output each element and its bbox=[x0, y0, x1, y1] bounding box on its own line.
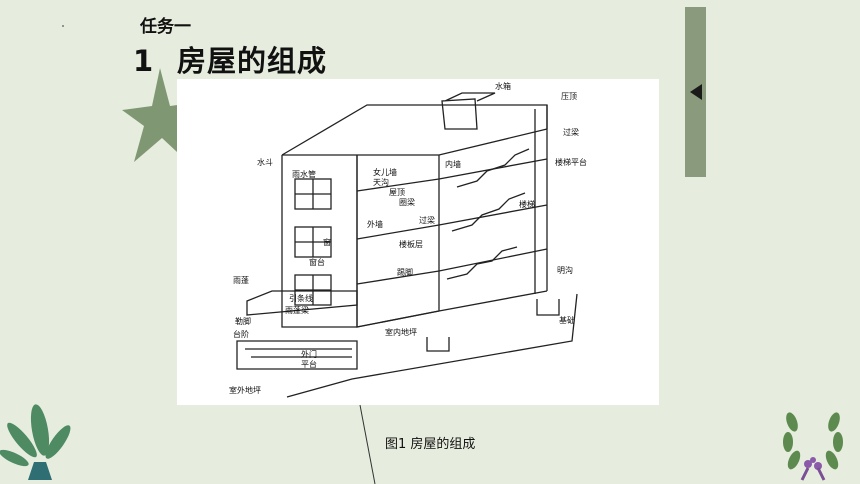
stair-flight-1 bbox=[446, 246, 518, 280]
label-yupeng: 雨蓬 bbox=[233, 275, 249, 285]
label-wuding: 屋顶 bbox=[389, 188, 405, 197]
page-title: 1 房屋的组成 bbox=[133, 38, 327, 80]
ground-slab bbox=[356, 290, 548, 328]
label-shiwai-diping: 室外地坪 bbox=[229, 385, 261, 395]
label-shuixiang: 水箱 bbox=[495, 81, 511, 91]
building-drawing: 水箱 压顶 过梁 内墙 楼梯平台 水斗 雨水管 女儿墙 天沟 屋顶 圈梁 楼梯 … bbox=[229, 81, 587, 398]
label-yupengliang: 雨蓬梁 bbox=[285, 305, 309, 315]
figure-caption: 图1 房屋的组成 bbox=[385, 437, 476, 452]
dot-mark bbox=[62, 25, 64, 27]
label-waimen: 外门 bbox=[301, 349, 317, 359]
heading-text: 房屋的组成 bbox=[177, 44, 328, 78]
foundation-shape bbox=[426, 299, 560, 352]
label-qinjiao: 勒脚 bbox=[235, 316, 251, 326]
label-yintiaoxian: 引条线 bbox=[289, 293, 313, 303]
label-shuidou: 水斗 bbox=[257, 157, 273, 167]
leaf-plant-icon bbox=[0, 404, 71, 480]
stair-flight-3 bbox=[456, 148, 530, 188]
label-tiangou: 天沟 bbox=[373, 177, 389, 187]
building-diagram: 水箱 压顶 过梁 内墙 楼梯平台 水斗 雨水管 女儿墙 天沟 屋顶 圈梁 楼梯 … bbox=[177, 79, 659, 405]
label-loubanceng: 楼板层 bbox=[399, 239, 423, 249]
label-taijie: 台阶 bbox=[233, 329, 249, 339]
label-louti: 楼梯 bbox=[519, 199, 535, 209]
task-label: 任务一 bbox=[140, 17, 191, 37]
label-louti-pingtai: 楼梯平台 bbox=[555, 157, 587, 167]
floor-slab-3 bbox=[356, 158, 548, 192]
label-minggou: 明沟 bbox=[557, 265, 573, 275]
floor-slab-2 bbox=[356, 204, 548, 240]
label-chuang: 窗 bbox=[323, 237, 331, 247]
label-quanliang: 圈梁 bbox=[399, 198, 415, 207]
label-yushuiguan: 雨水管 bbox=[292, 169, 316, 179]
label-chuangtai: 窗台 bbox=[309, 257, 325, 267]
label-waiqiang: 外墙 bbox=[367, 219, 383, 229]
steps-shape bbox=[236, 340, 358, 370]
label-pingtai: 平台 bbox=[301, 359, 317, 369]
label-shinei-diping: 室内地坪 bbox=[385, 327, 417, 337]
side-nav-panel[interactable] bbox=[685, 7, 706, 177]
label-yading: 压顶 bbox=[561, 92, 577, 101]
label-neiqiang: 内墙 bbox=[445, 159, 461, 169]
water-tank-shape bbox=[441, 92, 496, 130]
label-jichu: 基础 bbox=[559, 315, 575, 325]
wreath-icon bbox=[783, 412, 843, 481]
ground-outline bbox=[286, 293, 578, 398]
label-guoliang: 过梁 bbox=[419, 215, 435, 225]
stair-flight-2 bbox=[451, 192, 526, 232]
label-tajiao: 踢脚 bbox=[397, 267, 413, 277]
label-nverqiang: 女儿墙 bbox=[373, 167, 397, 177]
triangle-left-icon[interactable] bbox=[689, 84, 702, 100]
canopy-shape bbox=[246, 290, 358, 316]
heading-number: 1 bbox=[133, 44, 155, 78]
floor-slab-1 bbox=[356, 248, 548, 285]
label-guoliang-top: 过梁 bbox=[563, 127, 579, 137]
